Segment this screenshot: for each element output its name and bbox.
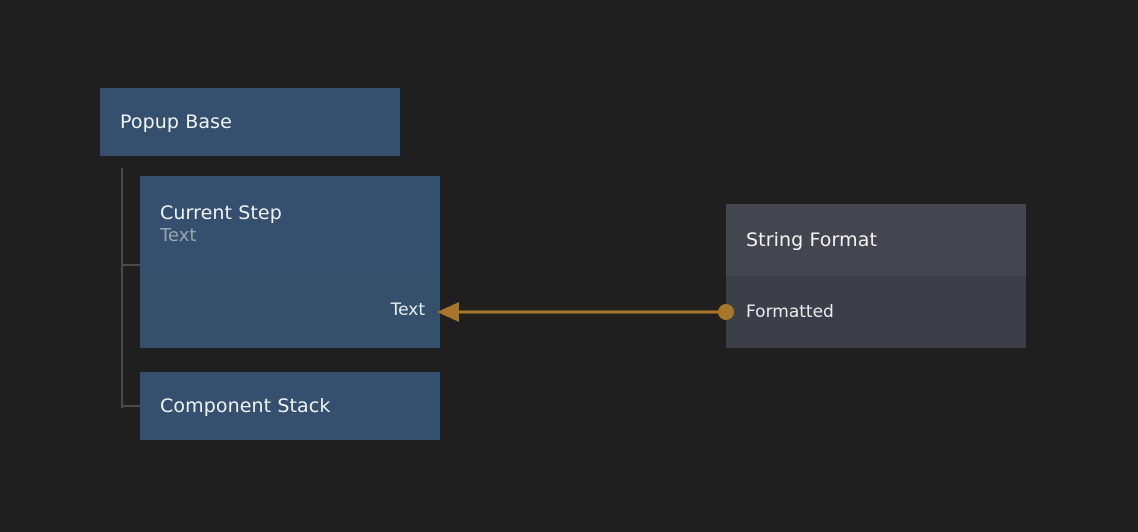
node-popup-base-header[interactable]: Popup Base [100, 88, 400, 156]
edge-formatted-to-text[interactable] [437, 302, 734, 322]
node-popup-base-title: Popup Base [120, 111, 232, 133]
node-current-step-header[interactable]: Current Step Text [140, 176, 440, 272]
node-string-format-header[interactable]: String Format [726, 204, 1026, 276]
node-current-step-subtitle: Text [160, 225, 197, 246]
edge-arrowhead-icon [437, 302, 459, 322]
node-current-step-body[interactable]: Text [140, 272, 440, 348]
node-current-step[interactable]: Current Step Text Text [140, 176, 440, 348]
port-formatted-output[interactable]: Formatted [746, 302, 834, 322]
node-string-format[interactable]: String Format Formatted [726, 204, 1026, 348]
port-text-input[interactable]: Text [390, 300, 425, 320]
node-string-format-body[interactable]: Formatted [726, 276, 1026, 348]
node-component-stack-title: Component Stack [160, 395, 331, 417]
tree-branch-stub-component-stack [121, 405, 140, 407]
node-component-stack-header[interactable]: Component Stack [140, 372, 440, 440]
node-current-step-title: Current Step [160, 202, 282, 224]
node-component-stack[interactable]: Component Stack [140, 372, 440, 440]
tree-vertical-line [121, 168, 123, 408]
node-string-format-title: String Format [746, 229, 877, 251]
tree-branch-stub-current-step [121, 264, 140, 266]
node-popup-base[interactable]: Popup Base [100, 88, 400, 156]
